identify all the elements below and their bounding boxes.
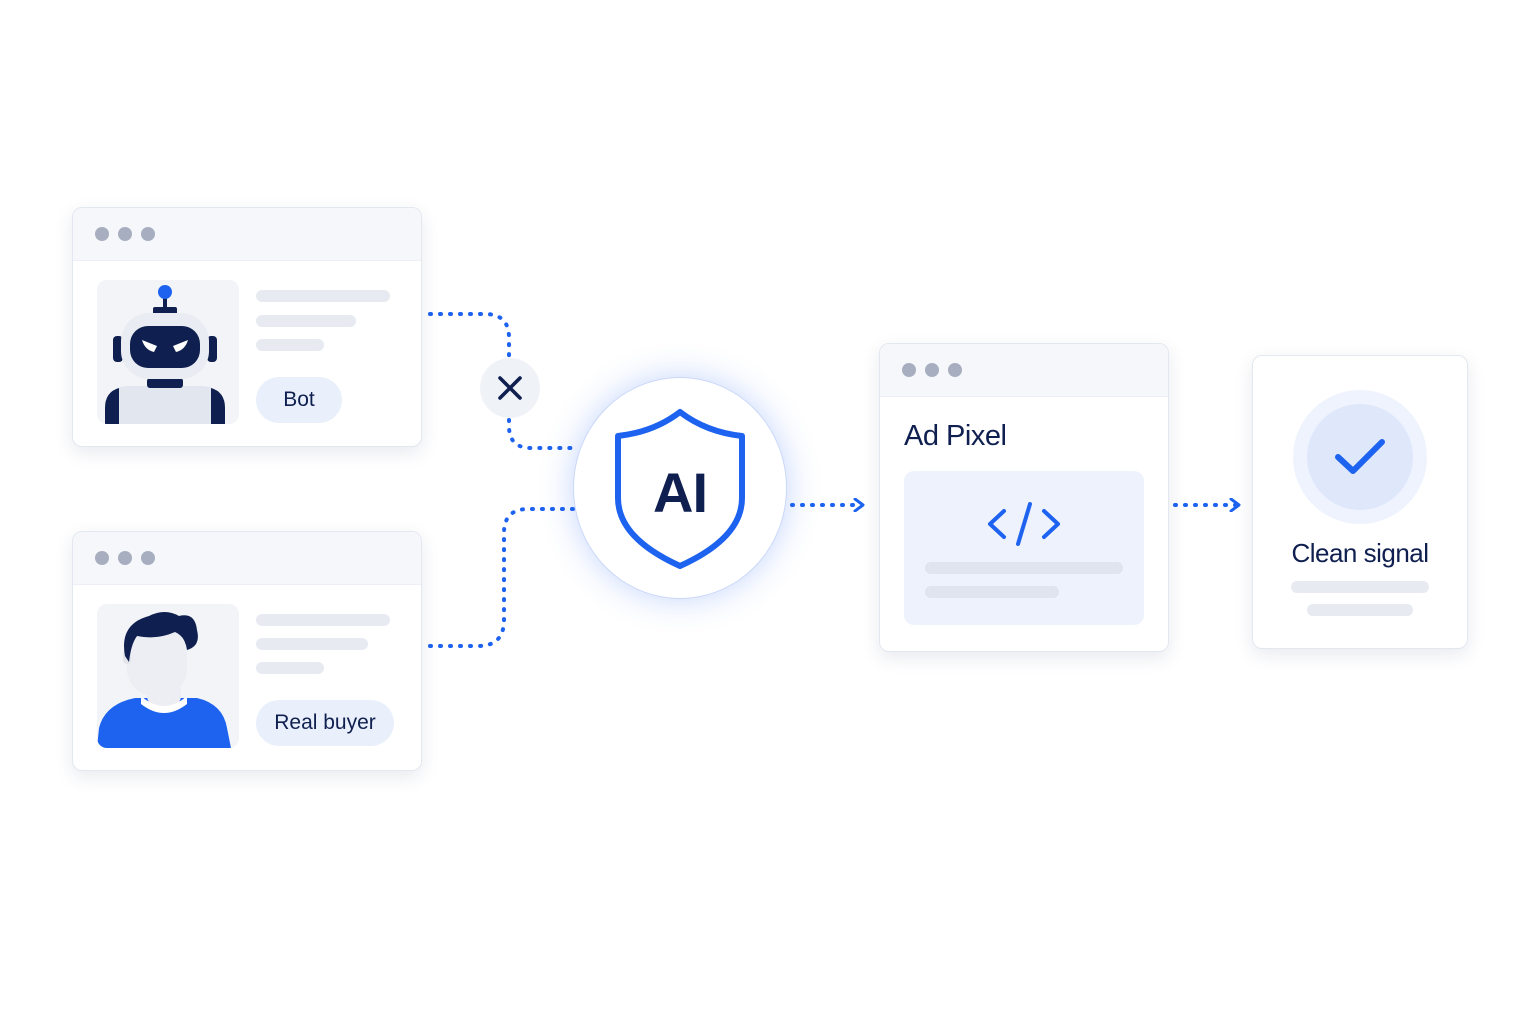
check-badge-inner: [1307, 404, 1413, 510]
text-placeholder-line: [256, 662, 324, 674]
ai-filter: AI: [574, 378, 786, 598]
window-dot-icon: [141, 227, 155, 241]
person-avatar-icon: [97, 604, 239, 748]
window-dot-icon: [902, 363, 916, 377]
bot-connector-from-reject: [507, 418, 575, 450]
window-dot-icon: [118, 551, 132, 565]
window-dot-icon: [925, 363, 939, 377]
buyer-card: Real buyer: [72, 531, 422, 771]
close-icon: [498, 376, 522, 400]
bot-label: Bot: [256, 377, 342, 423]
text-placeholder-line: [256, 339, 324, 351]
text-placeholder-line: [1291, 581, 1429, 593]
shield-icon: [615, 409, 745, 569]
ai-label: AI: [653, 461, 708, 524]
ad-pixel-title: Ad Pixel: [904, 420, 1007, 452]
check-badge: [1293, 390, 1427, 524]
window-titlebar: [73, 208, 421, 261]
text-placeholder-line: [925, 586, 1059, 598]
window-dot-icon: [118, 227, 132, 241]
clean-signal-card: Clean signal: [1252, 355, 1468, 649]
window-dot-icon: [141, 551, 155, 565]
text-placeholder-line: [256, 315, 356, 327]
text-placeholder-line: [256, 290, 390, 302]
text-placeholder-line: [256, 638, 368, 650]
window-titlebar: [880, 344, 1168, 397]
window-titlebar: [73, 532, 421, 585]
window-dot-icon: [948, 363, 962, 377]
code-snippet-panel: [904, 471, 1144, 625]
robot-avatar-icon: [97, 280, 239, 424]
clean-signal-title: Clean signal: [1291, 538, 1429, 568]
buyer-label: Real buyer: [256, 700, 394, 746]
window-dot-icon: [95, 551, 109, 565]
bot-card: Bot: [72, 207, 422, 447]
bot-connector-to-reject: [428, 312, 511, 360]
checkmark-icon: [1335, 439, 1385, 474]
buyer-connector: [428, 507, 592, 648]
text-placeholder-line: [256, 614, 390, 626]
code-icon: [988, 502, 1060, 546]
text-placeholder-line: [925, 562, 1123, 574]
window-dot-icon: [95, 227, 109, 241]
text-placeholder-line: [1307, 604, 1413, 616]
ad-pixel-card: Ad Pixel: [879, 343, 1169, 652]
reject-marker: [480, 358, 540, 418]
